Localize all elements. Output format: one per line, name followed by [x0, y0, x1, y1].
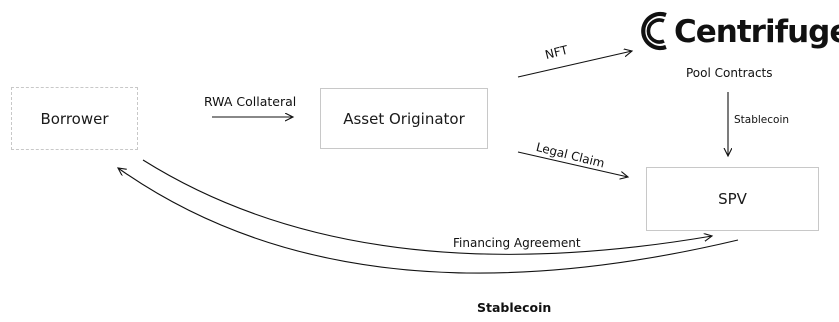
arrow-financing-agreement	[142, 159, 712, 255]
stablecoin-spv-borrower-label: Stablecoin	[477, 300, 552, 315]
borrower-node: Borrower	[11, 87, 138, 150]
spv-node: SPV	[646, 167, 819, 231]
borrower-label: Borrower	[40, 109, 109, 128]
pool-contracts-label: Pool Contracts	[686, 66, 773, 80]
centrifuge-logo-icon	[641, 11, 667, 51]
arrow-stablecoin-spv-borrower	[118, 168, 739, 274]
centrifuge-logo: Centrifuge	[636, 8, 839, 54]
asset-originator-node: Asset Originator	[320, 88, 488, 149]
arrow-nft	[517, 51, 632, 78]
centrifuge-brand-text: Centrifuge	[674, 14, 839, 50]
stablecoin-pool-spv-label: Stablecoin	[734, 114, 790, 126]
spv-label: SPV	[718, 190, 747, 208]
asset-originator-label: Asset Originator	[343, 109, 465, 128]
rwa-collateral-label: RWA Collateral	[204, 94, 297, 109]
arrow-legal-claim	[517, 151, 628, 177]
financing-agreement-label: Financing Agreement	[453, 236, 581, 250]
